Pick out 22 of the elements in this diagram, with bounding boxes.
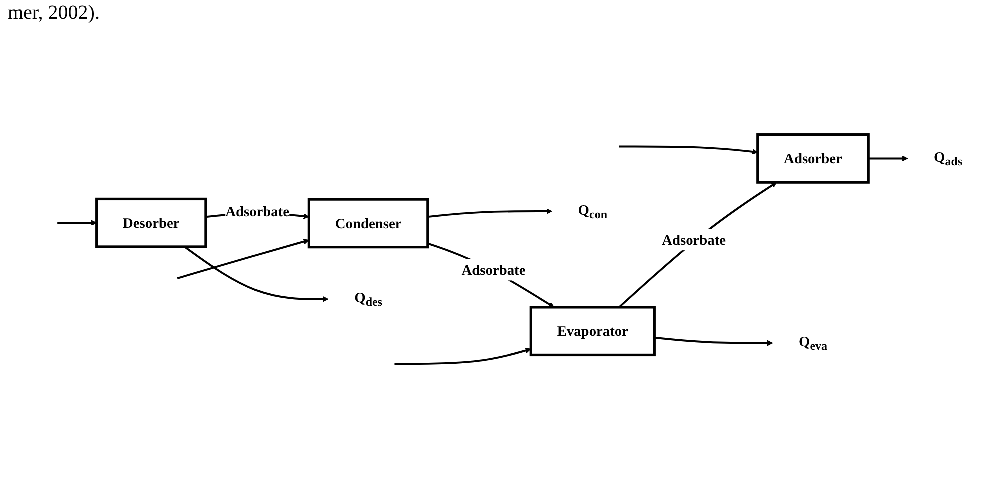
edge-label: Adsorbate — [462, 262, 526, 278]
node-text: Q$_{des}$ — [354, 289, 382, 309]
node-text: Q$_{eva}$ — [798, 333, 828, 353]
arrow — [428, 208, 552, 218]
arrow — [177, 238, 310, 280]
edge-label: Adsorbate — [662, 232, 726, 248]
node-box: Adsorber — [756, 133, 870, 184]
arrow — [619, 146, 758, 155]
node-box: Desorber — [96, 198, 208, 248]
arrow — [618, 182, 778, 308]
node-text: Q$_{con}$ — [578, 202, 608, 221]
node-box: Evaporator — [530, 306, 656, 356]
arrow — [394, 348, 532, 365]
caption-fragment: mer, 2002). — [8, 2, 100, 24]
arrow — [654, 336, 774, 346]
arrow — [428, 242, 555, 308]
node-box: Condenser — [308, 198, 430, 248]
arrow — [184, 246, 329, 302]
node-text: Q$_{ads}$ — [934, 148, 963, 168]
arrow — [58, 220, 98, 226]
arrow — [868, 156, 908, 162]
edge-label: Adsorbate — [226, 203, 290, 220]
